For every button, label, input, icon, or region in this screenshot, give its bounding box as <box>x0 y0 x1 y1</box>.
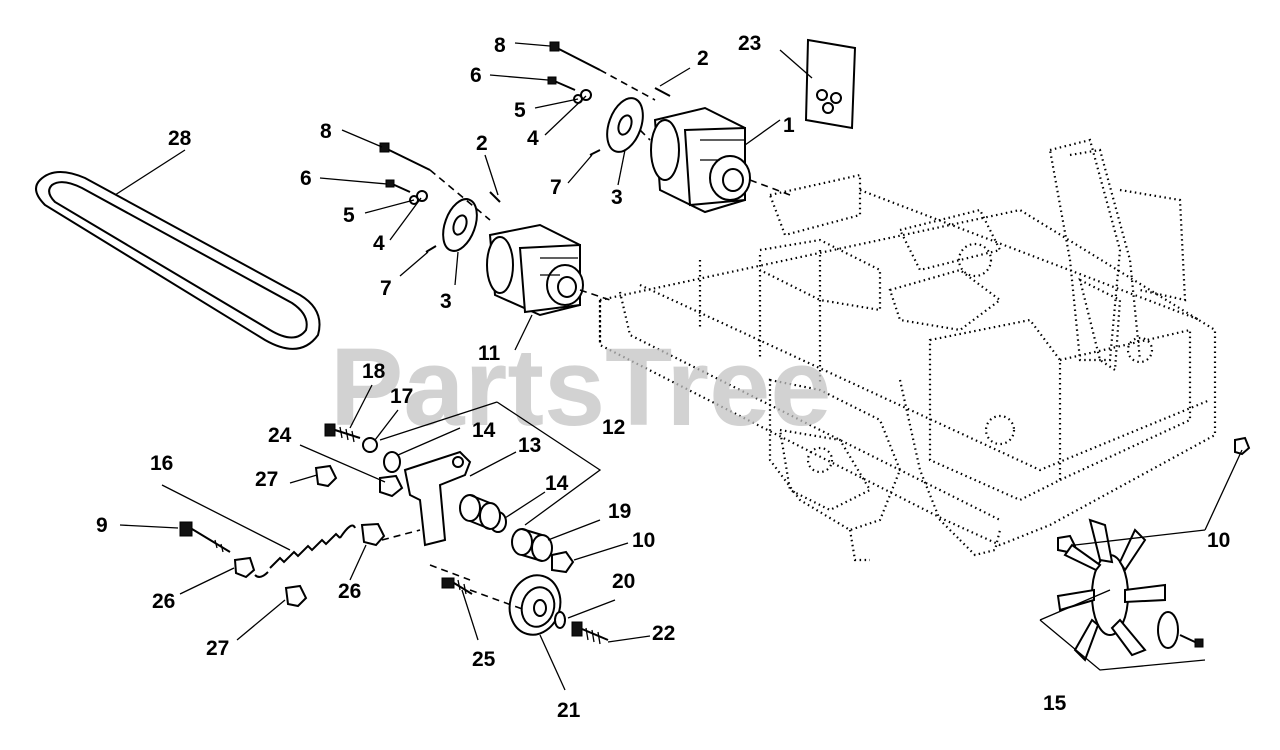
callout-21: 21 <box>557 699 581 722</box>
callout-15: 15 <box>1043 692 1067 715</box>
frame-nut-rear <box>1234 436 1251 456</box>
callout-23: 23 <box>738 32 761 55</box>
callout-17: 17 <box>390 385 413 408</box>
callout-10: 10 <box>632 529 655 552</box>
callout-14: 14 <box>472 419 496 442</box>
callout-6: 6 <box>470 64 482 87</box>
callouts: 1 2 2 3 3 4 4 5 5 6 6 7 7 8 8 9 10 10 11… <box>96 32 1230 722</box>
callout-28: 28 <box>168 127 192 150</box>
lower-hardware <box>379 142 501 253</box>
callout-9: 9 <box>96 514 108 537</box>
upper-pulley <box>606 97 644 153</box>
callout-22: 22 <box>652 622 675 645</box>
callout-7: 7 <box>550 176 562 199</box>
cooling-fan <box>1039 518 1206 671</box>
callout-24: 24 <box>268 424 292 447</box>
callout-27: 27 <box>206 637 229 660</box>
callout-18: 18 <box>362 360 386 383</box>
chassis-frame <box>598 138 1217 562</box>
lower-hydro-pump <box>486 223 584 317</box>
callout-1: 1 <box>783 114 795 137</box>
drive-belt <box>35 171 321 350</box>
lower-pulley <box>442 198 478 252</box>
callout-4: 4 <box>373 232 385 255</box>
leader-lines <box>114 42 1243 691</box>
upper-assembly-line <box>599 69 791 196</box>
callout-26: 26 <box>152 590 175 613</box>
callout-5: 5 <box>514 99 526 122</box>
upper-hydro-pump <box>650 106 751 214</box>
callout-8: 8 <box>320 120 332 143</box>
callout-3: 3 <box>611 186 623 209</box>
callout-20: 20 <box>612 570 635 593</box>
callout-7: 7 <box>380 277 392 300</box>
callout-6: 6 <box>300 167 312 190</box>
callout-16: 16 <box>150 452 173 475</box>
callout-8: 8 <box>494 34 506 57</box>
callout-27: 27 <box>255 468 278 491</box>
callout-11: 11 <box>478 342 501 365</box>
callout-26: 26 <box>338 580 361 603</box>
callout-14: 14 <box>545 472 569 495</box>
callout-2: 2 <box>476 132 488 155</box>
callout-10: 10 <box>1207 529 1230 552</box>
callout-4: 4 <box>527 127 539 150</box>
callout-12: 12 <box>602 416 625 439</box>
callout-2: 2 <box>697 47 709 70</box>
callout-25: 25 <box>472 648 496 671</box>
callout-5: 5 <box>343 204 355 227</box>
lower-assembly-line <box>429 169 611 301</box>
callout-19: 19 <box>608 500 631 523</box>
callout-13: 13 <box>518 434 541 457</box>
idler-assembly <box>179 423 609 645</box>
decal <box>804 38 857 130</box>
callout-3: 3 <box>440 290 452 313</box>
